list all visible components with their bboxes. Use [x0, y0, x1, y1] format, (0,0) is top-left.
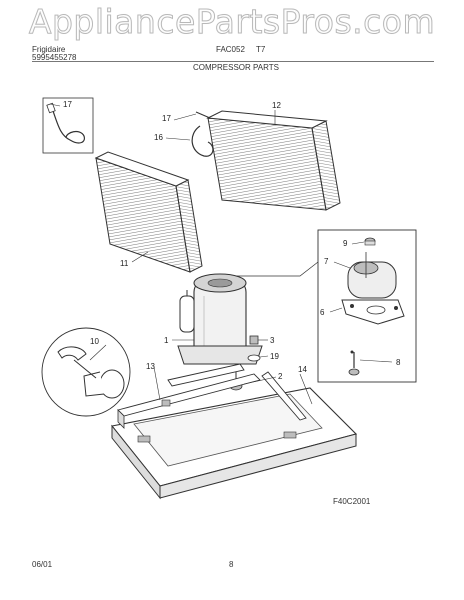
diagram-code: F40C2001	[333, 497, 371, 506]
section-title: COMPRESSOR PARTS	[193, 63, 279, 72]
callout-11: 11	[120, 259, 129, 268]
callout-16: 16	[154, 133, 163, 142]
header-model: FAC052	[216, 45, 245, 54]
callout-8: 8	[396, 358, 401, 367]
base-pan	[111, 363, 358, 500]
header-rule	[32, 61, 434, 62]
callout-19: 19	[270, 352, 279, 361]
compressor-parts-inset	[317, 229, 417, 383]
leader-lines	[49, 103, 393, 405]
callout-1: 1	[164, 336, 169, 345]
callout-3: 3	[270, 336, 275, 345]
callout-10: 10	[90, 337, 99, 346]
fan-motor-mount-inset	[41, 327, 131, 417]
callout-14: 14	[298, 365, 307, 374]
callout-9: 9	[343, 239, 348, 248]
callout-17: 17	[162, 114, 171, 123]
header-model-suffix: T7	[256, 45, 266, 54]
callout-13: 13	[146, 362, 155, 371]
callout-12: 12	[272, 101, 281, 110]
callout-17-inset: 17	[63, 100, 72, 109]
watermark: AppliancePartsPros.com	[28, 2, 436, 42]
callout-6: 6	[320, 308, 325, 317]
capillary-tube-inset	[42, 97, 94, 154]
evaporator-coil	[191, 110, 341, 211]
callout-7: 7	[324, 257, 329, 266]
condenser-coil	[94, 151, 203, 273]
callout-2: 2	[278, 372, 283, 381]
header-brand: Frigidaire	[32, 45, 66, 54]
header-part-number: 5995455278	[32, 53, 77, 62]
callout-labels: 17 12 17 16 11 9 7 6 1 3 19 8 10 13 2 14	[63, 100, 401, 381]
compressor	[177, 273, 263, 365]
footer-date: 06/01	[32, 560, 53, 569]
footer-page-number: 8	[229, 560, 234, 569]
